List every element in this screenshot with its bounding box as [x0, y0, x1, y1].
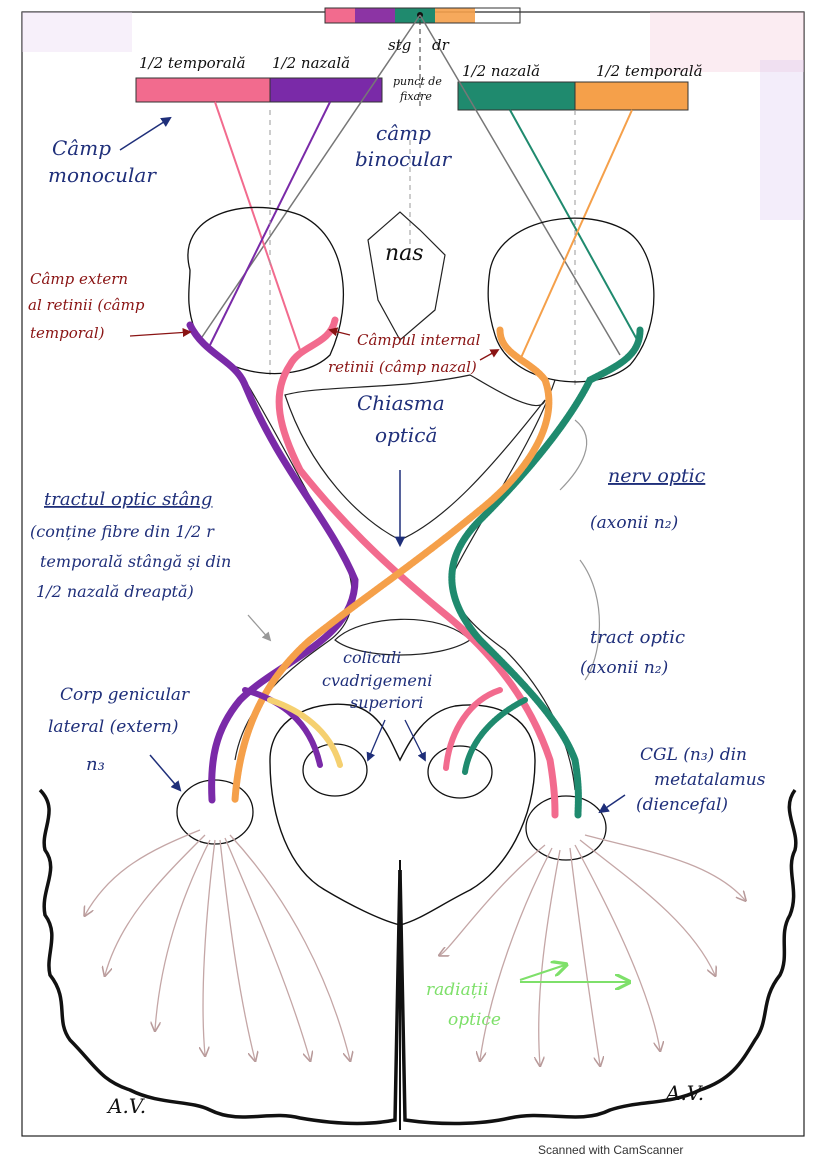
fixation-ray-left	[199, 14, 421, 341]
cgl-label: CGL (n₃) din	[640, 745, 747, 765]
ext-retina-label: al retinii (câmp	[28, 296, 145, 314]
colliculus-branch	[443, 687, 503, 771]
colliculi-arrow-left	[366, 719, 386, 762]
scanner-watermark: Scanned with CamScanner	[538, 1143, 684, 1157]
scan-fringe	[650, 12, 804, 72]
cgl-label: metatalamus	[654, 770, 766, 790]
left-nasal-label: 1/2 nazală	[272, 54, 350, 72]
colliculi-label: superiori	[350, 693, 423, 712]
left-nasal-fiber	[275, 316, 559, 819]
right-temporal-label: 1/2 temporală	[596, 62, 703, 80]
right-nasal-fiber	[231, 326, 553, 804]
ext-retina-label: Câmp extern	[30, 270, 128, 288]
lgb-arrow	[149, 754, 182, 792]
right-nasal-field	[457, 81, 576, 111]
cgl-arrow	[598, 794, 626, 814]
left-hemisphere	[38, 788, 402, 1126]
tract-left-label: (conține fibre din 1/2 r	[30, 522, 215, 541]
nerve-label: nerv optic	[608, 465, 706, 487]
nerve-bracket	[559, 419, 588, 491]
av-right-label: A.V.	[664, 1081, 704, 1105]
tract-left-label: temporală stângă și din	[40, 552, 231, 571]
tract-right-label: (axonii n₂)	[580, 658, 668, 678]
lgb-label: lateral (extern)	[48, 717, 178, 737]
side-right-label: dr	[432, 36, 450, 54]
lgb-label: Corp genicular	[60, 685, 190, 705]
colliculi-label: coliculi	[343, 648, 401, 667]
tract-left-arrow	[247, 614, 272, 642]
int-retina-arrow-right	[479, 349, 500, 361]
ext-retina-label: temporal)	[30, 324, 105, 342]
tract-bracket	[579, 559, 600, 681]
int-retina-label: retinii (câmp nazal)	[328, 358, 477, 376]
cgl-label: (diencefal)	[636, 795, 728, 815]
diagram-canvas: 1/2 temporală 1/2 nazală 1/2 nazală 1/2 …	[21, 7, 805, 1137]
binocular-label: binocular	[355, 147, 453, 171]
top-strip-border	[324, 7, 521, 24]
tract-right-label: tract optic	[590, 627, 685, 648]
side-left-label: stg	[388, 36, 411, 54]
monocular-label: monocular	[48, 163, 157, 187]
right-lgb	[525, 795, 607, 861]
monocular-label: Câmp	[52, 136, 111, 160]
av-left-label: A.V.	[106, 1094, 146, 1118]
int-retina-arrow-left	[328, 327, 351, 337]
left-temporal-label: 1/2 temporală	[139, 54, 246, 72]
tract-left-label: tractul optic stâng	[44, 489, 212, 510]
chiasma-label: optică	[375, 423, 437, 447]
colliculus-branch	[267, 697, 343, 768]
projection-line	[519, 109, 633, 361]
radiation-label: optice	[448, 1010, 501, 1030]
right-eyeball	[487, 217, 655, 383]
colliculus-branch	[242, 687, 323, 768]
left-temporal-field	[135, 77, 271, 103]
binocular-label: câmp	[376, 121, 431, 145]
right-temporal-fiber	[448, 326, 644, 819]
left-nasal-field	[269, 77, 383, 103]
radiation-arrow	[519, 965, 565, 981]
left-colliculus	[302, 743, 368, 797]
fixation-ray-right	[419, 14, 621, 356]
chiasm-outline	[284, 374, 546, 541]
nose-label: nas	[385, 241, 424, 266]
colliculus-branch	[462, 697, 528, 775]
top-strip-left	[355, 8, 395, 23]
tract-left-label: 1/2 nazală dreaptă)	[36, 582, 194, 601]
lgb-label: n₃	[86, 754, 105, 775]
projection-line	[214, 101, 301, 351]
chiasma-label: Chiasma	[357, 391, 445, 415]
right-hemisphere	[398, 788, 798, 1126]
projection-line	[509, 109, 641, 346]
colliculi-arrow-right	[404, 719, 426, 762]
right-nasal-label: 1/2 nazală	[462, 62, 540, 80]
right-colliculus	[427, 745, 493, 799]
nerve-label: (axonii n₂)	[590, 513, 678, 533]
monocular-arrow	[119, 116, 172, 151]
ext-retina-arrow	[129, 327, 192, 338]
left-temporal-fiber	[186, 321, 359, 804]
fixation-label: punct de	[393, 75, 442, 88]
top-strip-right	[395, 8, 435, 23]
int-retina-label: Câmpul internal	[357, 331, 481, 349]
right-optic-radiations	[440, 834, 745, 1065]
radiation-label: radiații	[426, 980, 488, 1000]
fixation-label: fixare	[399, 90, 432, 103]
scan-fringe	[760, 60, 804, 220]
left-optic-radiations	[85, 829, 350, 1060]
scan-fringe	[22, 12, 132, 52]
colliculi-label: cvadrigemeni	[322, 671, 432, 690]
nose-outline	[367, 211, 446, 341]
top-strip-right	[435, 8, 475, 23]
right-temporal-field	[574, 81, 689, 111]
scanner-footer: Scanned with CamScanner	[0, 1138, 828, 1171]
midbrain-outline	[269, 703, 536, 926]
